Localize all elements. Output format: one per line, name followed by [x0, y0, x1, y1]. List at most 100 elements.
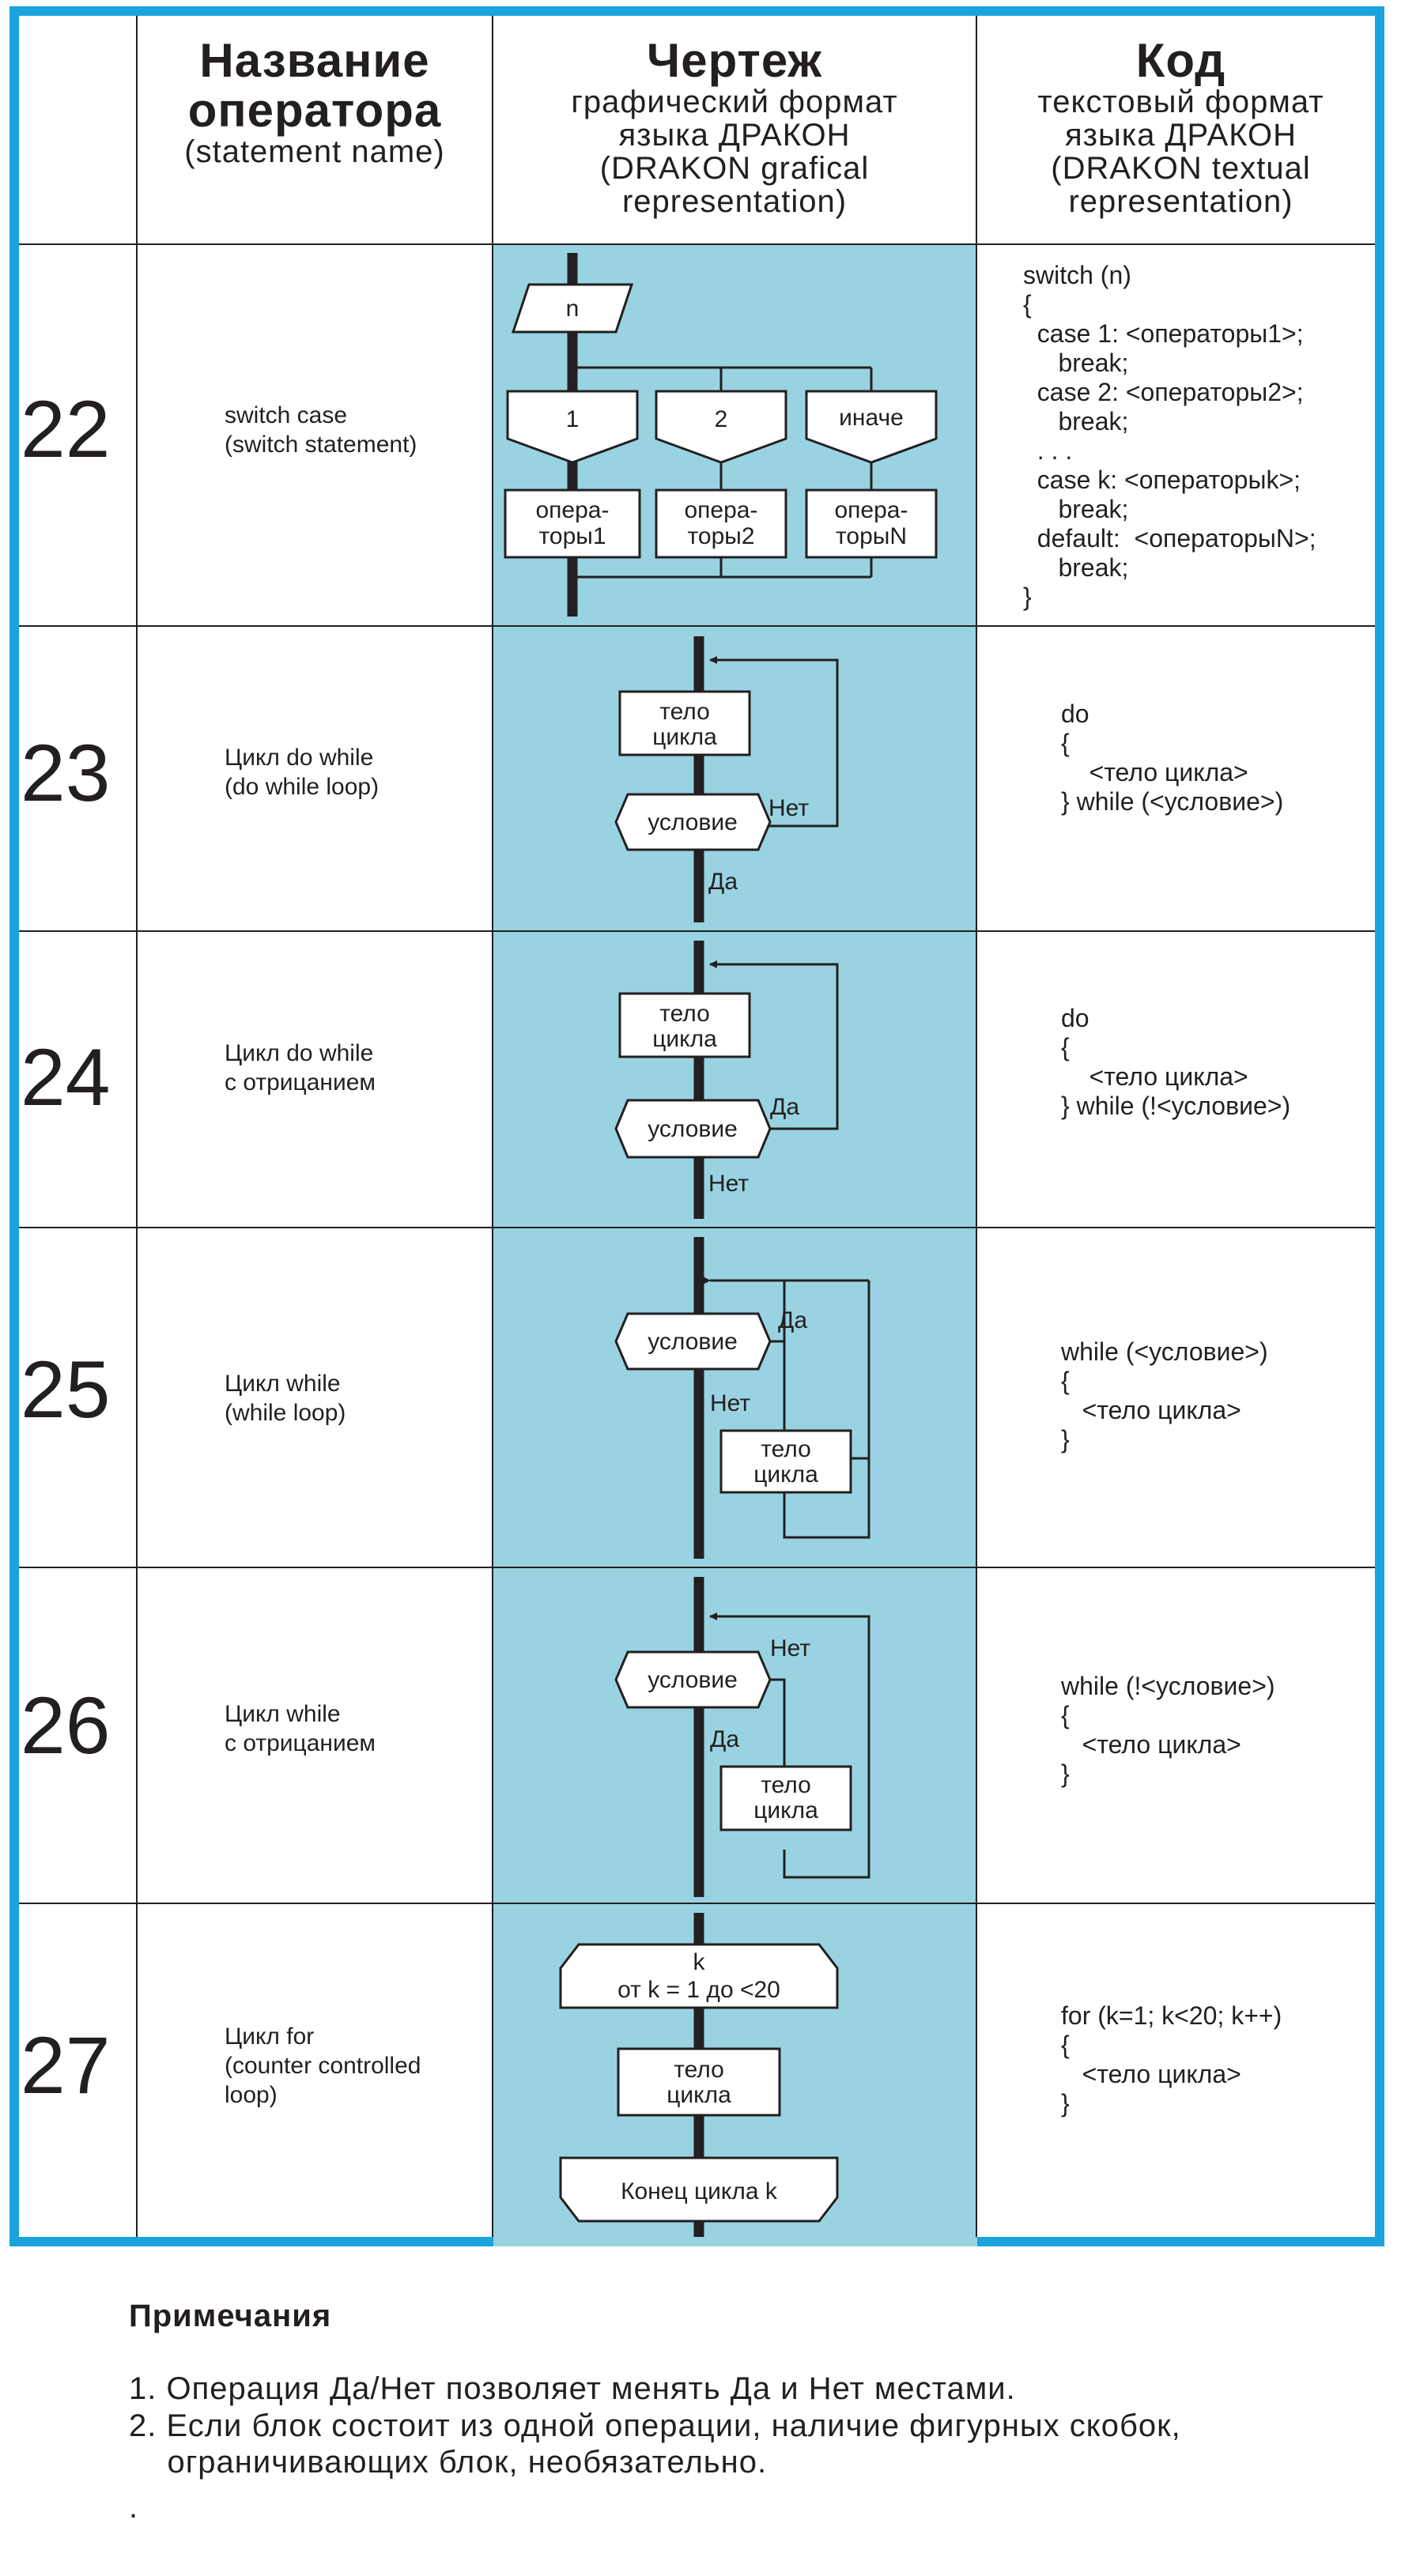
- action-box: [504, 488, 641, 559]
- row-number: 23: [21, 728, 111, 818]
- body-box: [618, 690, 751, 756]
- note-item: 1. Операция Да/Нет позволяет менять Да и…: [129, 2371, 1016, 2406]
- code-block: do { <тело цикла> } while (!<условие>): [1061, 1004, 1291, 1120]
- condition-label: условие: [648, 1329, 738, 1355]
- grid-line: [19, 625, 1375, 627]
- grid-line: [19, 1903, 1375, 1904]
- loop-end-shape: [559, 2156, 839, 2223]
- condition-label: условие: [648, 809, 738, 835]
- header-code: Код текстовый формат языка ДРАКОН (DRAKO…: [977, 36, 1384, 218]
- row-number: 25: [21, 1345, 111, 1435]
- case-label: иначе: [839, 405, 904, 431]
- loop-range-label: от k = 1 до <20: [617, 1977, 780, 2003]
- branch-label: Нет: [708, 1171, 749, 1197]
- drakon-diagrams: n 1 2 иначе опера- торы1 опера- торы2 оп…: [504, 253, 938, 2237]
- branch-label: Нет: [768, 795, 809, 821]
- row-number: 22: [21, 384, 111, 474]
- branch-label: Да: [770, 1094, 799, 1120]
- input-shape: [511, 283, 634, 334]
- action-label: торыN: [836, 523, 907, 549]
- note-trailing: .: [129, 2490, 139, 2525]
- branch-label: Да: [708, 869, 738, 895]
- statement-name: Цикл for (counter controlled loop): [225, 2023, 421, 2108]
- loop-start-shape: [559, 1943, 839, 2009]
- row-number: 26: [21, 1680, 111, 1771]
- branch-label: Да: [710, 1726, 739, 1752]
- action-label: опера-: [835, 497, 908, 523]
- note-item: 2. Если блок состоит из одной операции, …: [129, 2408, 1181, 2480]
- code-block: for (k=1; k<20; k++) { <тело цикла> }: [1061, 2001, 1282, 2118]
- code-block: switch (n) { case 1: <операторы1>; break…: [1023, 261, 1316, 611]
- body-label: тело: [761, 1772, 811, 1798]
- case-shape: [655, 390, 787, 464]
- row-number: 24: [21, 1032, 111, 1122]
- body-label: тело: [659, 1001, 710, 1027]
- header-drawing: Чертеж графический формат языка ДРАКОН (…: [493, 36, 976, 218]
- statement-name: Цикл while (while loop): [225, 1371, 346, 1426]
- branch-label: Нет: [770, 1635, 810, 1661]
- branch-label: Да: [778, 1307, 807, 1333]
- code-block: while (<условие>) { <тело цикла> }: [1061, 1337, 1268, 1454]
- action-box: [655, 488, 787, 559]
- condition-shape: [614, 793, 772, 851]
- grid-line: [19, 1227, 1375, 1228]
- statement-name: Цикл do while с отрицанием: [225, 1040, 376, 1096]
- grid-line: [976, 16, 977, 2237]
- header-title: Код: [1135, 34, 1226, 87]
- notes-title: Примечания: [129, 2299, 332, 2333]
- header-subtitle: графический формат языка ДРАКОН (DRAKON …: [571, 85, 898, 219]
- table-frame: Название оператора (statement name) Черт…: [9, 6, 1384, 2246]
- diagram-do-while-negated: [614, 941, 839, 1219]
- grid-line: [19, 243, 1375, 245]
- grid-line: [19, 930, 1375, 932]
- code-block: do { <тело цикла> } while (<условие>): [1061, 700, 1284, 816]
- case-shape: [805, 390, 938, 464]
- body-label: цикла: [753, 1797, 818, 1824]
- grid-line: [492, 16, 493, 2237]
- header-title: Чертеж: [647, 34, 822, 87]
- branch-label: Нет: [710, 1390, 750, 1416]
- body-box: [618, 992, 751, 1058]
- action-label: торы2: [687, 523, 754, 549]
- condition-shape: [614, 1650, 772, 1709]
- condition-shape: [614, 1312, 772, 1371]
- action-label: торы1: [538, 523, 606, 549]
- condition-shape: [614, 1099, 772, 1159]
- case-label: 2: [715, 406, 728, 432]
- body-label: тело: [674, 2057, 724, 2083]
- action-label: опера-: [685, 497, 758, 523]
- statement-name: Цикл do while (do while loop): [225, 745, 380, 800]
- body-label: цикла: [652, 1026, 717, 1052]
- row-number: 27: [21, 2020, 111, 2110]
- body-box: [719, 1765, 852, 1831]
- case-shape: [506, 390, 639, 464]
- header-subtitle: текстовый формат языка ДРАКОН (DRAKON te…: [1037, 85, 1324, 219]
- header-subtitle: (statement name): [184, 134, 445, 169]
- body-label: цикла: [667, 2082, 731, 2108]
- grid-line: [136, 16, 138, 2237]
- action-label: опера-: [536, 497, 610, 523]
- diagram-while: [614, 1237, 870, 1559]
- condition-label: условие: [648, 1667, 738, 1693]
- grid-line: [19, 1567, 1375, 1568]
- body-label: тело: [659, 699, 710, 725]
- body-label: цикла: [753, 1461, 818, 1488]
- code-block: while (!<условие>) { <тело цикла> }: [1061, 1672, 1275, 1788]
- diagram-switch: [504, 253, 938, 617]
- diagram-while-negated: [614, 1577, 870, 1897]
- body-label: цикла: [652, 724, 717, 750]
- statement-name: switch case (switch statement): [225, 402, 417, 458]
- header-title: Название оператора: [187, 34, 442, 137]
- body-label: тело: [761, 1436, 811, 1462]
- loop-end-label: Конец цикла k: [621, 2178, 778, 2204]
- header-statement-name: Название оператора (statement name): [138, 36, 492, 168]
- loop-var-label: k: [693, 1949, 706, 1975]
- condition-label: условие: [648, 1116, 738, 1142]
- switch-input-label: n: [566, 296, 580, 322]
- diagram-for-loop: [559, 1913, 839, 2237]
- body-box: [719, 1429, 852, 1494]
- case-label: 1: [566, 406, 580, 432]
- diagram-do-while: [614, 636, 839, 922]
- body-box: [617, 2047, 781, 2117]
- statement-name: Цикл while с отрицанием: [225, 1701, 376, 1756]
